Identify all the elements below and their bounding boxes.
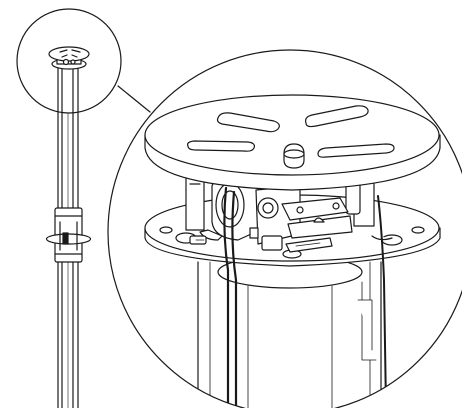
pole-overview: [16, 8, 151, 408]
plate-slot: [216, 112, 280, 133]
plate-slot: [187, 140, 255, 152]
plate-slot: [317, 143, 395, 158]
pole-coupling-sleeve: [45, 207, 92, 263]
detail-callout-circle-small: [16, 8, 122, 114]
support-posts: [185, 177, 375, 231]
cables: [223, 186, 387, 408]
magnified-detail: [107, 49, 462, 408]
callout-leader-line: [117, 85, 151, 113]
plate-slot: [305, 105, 369, 128]
top-plate: [144, 94, 441, 191]
